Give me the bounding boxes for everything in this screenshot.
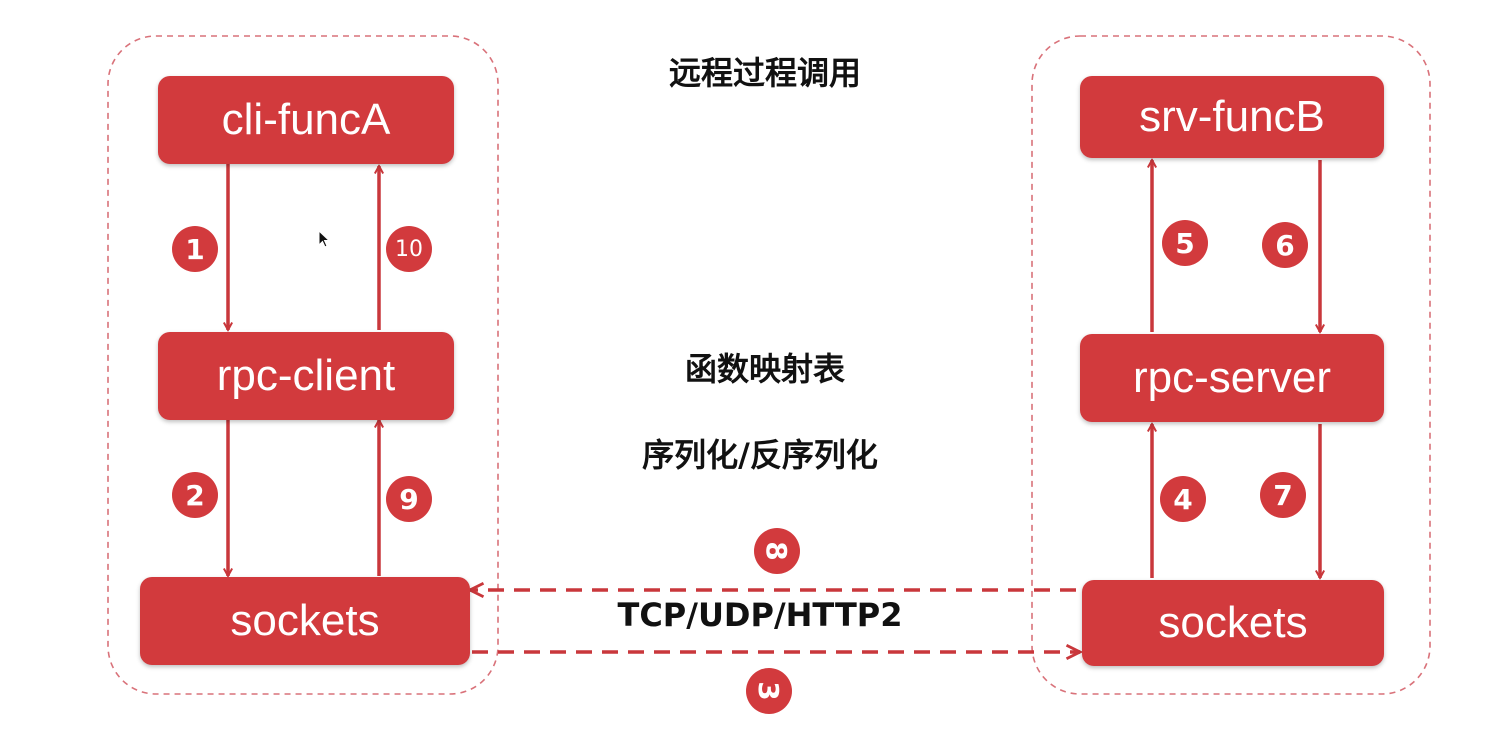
step-badge-10: 10 <box>386 226 432 272</box>
step-badge-8: 8 <box>754 528 800 574</box>
step-badge-4: 4 <box>1160 476 1206 522</box>
srv-funcB-box[interactable]: srv-funcB <box>1080 76 1384 158</box>
cli-funcA-box[interactable]: cli-funcA <box>158 76 454 164</box>
diagram-title: 远程过程调用 <box>668 54 861 92</box>
client-container <box>107 35 499 695</box>
protocol-label: TCP/UDP/HTTP2 <box>617 596 903 634</box>
step-badge-3: 3 <box>746 668 792 714</box>
step-badge-7: 7 <box>1260 472 1306 518</box>
mapping-table-label: 函数映射表 <box>684 350 845 388</box>
server-container <box>1031 35 1431 695</box>
serialization-label: 序列化/反序列化 <box>642 436 878 474</box>
rpc-server-box[interactable]: rpc-server <box>1080 334 1384 422</box>
mouse-cursor-icon <box>318 230 331 248</box>
rpc-client-box[interactable]: rpc-client <box>158 332 454 420</box>
client-sockets-box[interactable]: sockets <box>140 577 470 665</box>
step-badge-9: 9 <box>386 476 432 522</box>
step-badge-1: 1 <box>172 226 218 272</box>
step-badge-6: 6 <box>1262 222 1308 268</box>
step-badge-2: 2 <box>172 472 218 518</box>
server-sockets-box[interactable]: sockets <box>1082 580 1384 666</box>
step-badge-5: 5 <box>1162 220 1208 266</box>
